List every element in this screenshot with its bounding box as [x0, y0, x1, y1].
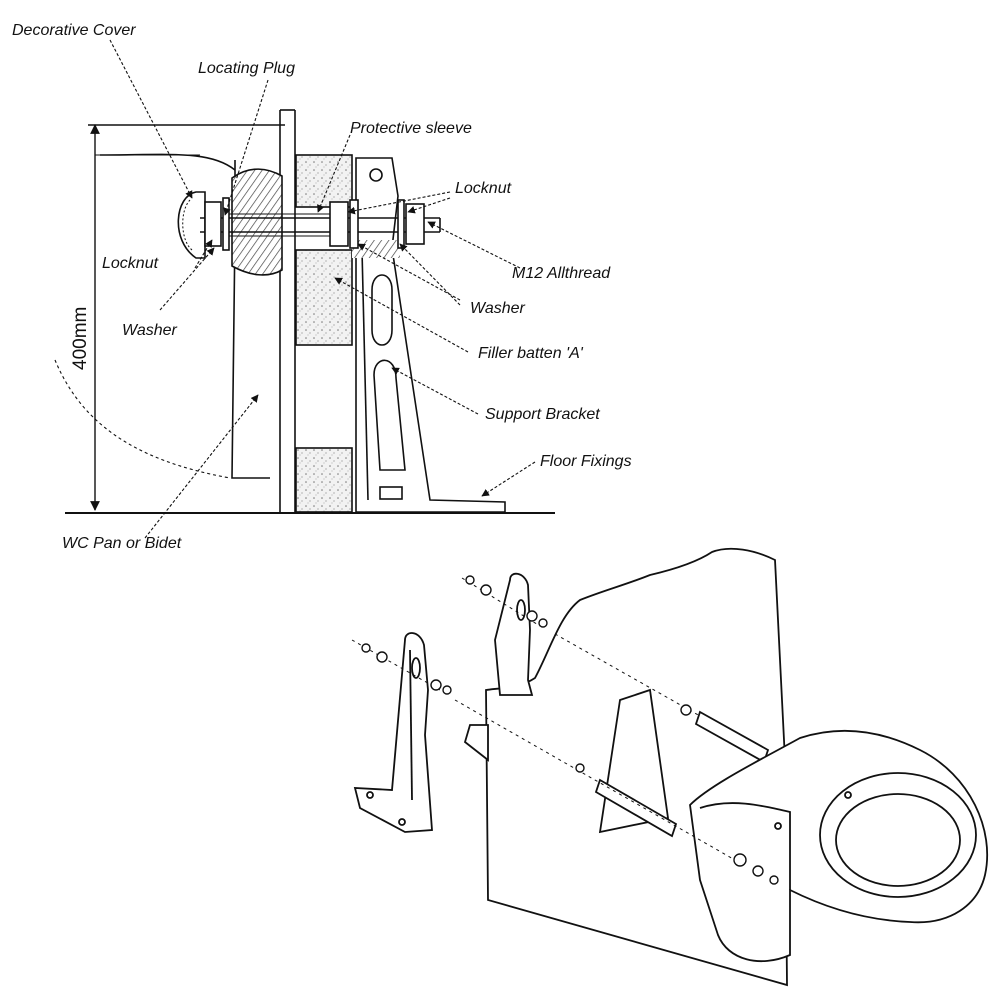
decorative-cover [177, 191, 206, 259]
exploded-view [353, 547, 989, 987]
label-locknut-left: Locknut [102, 255, 159, 272]
filler-batten [295, 154, 353, 513]
section-view [54, 109, 555, 514]
wc-pan [689, 729, 989, 963]
label-washer-left: Washer [122, 322, 177, 339]
wall-frame [279, 109, 296, 512]
label-protective-sleeve: Protective sleeve [350, 120, 472, 137]
label-washer-right: Washer [470, 300, 525, 317]
label-wc-pan: WC Pan or Bidet [62, 535, 182, 552]
label-locating-plug: Locating Plug [198, 60, 295, 77]
dimension-label-400mm: 400mm [70, 306, 91, 370]
bracket-hatch [352, 240, 400, 258]
hardware-exploded [361, 575, 779, 885]
locating-plug [231, 168, 283, 276]
label-locknut-right: Locknut [455, 180, 512, 197]
label-filler-batten: Filler batten 'A' [478, 345, 583, 362]
label-support-bracket: Support Bracket [485, 406, 600, 423]
label-floor-fixings: Floor Fixings [540, 453, 632, 470]
label-decorative-cover: Decorative Cover [12, 22, 136, 39]
label-m12-allthread: M12 Allthread [512, 265, 611, 282]
support-bracket-side [355, 157, 506, 513]
leader-lines [109, 39, 536, 539]
support-bracket-left [353, 632, 433, 833]
